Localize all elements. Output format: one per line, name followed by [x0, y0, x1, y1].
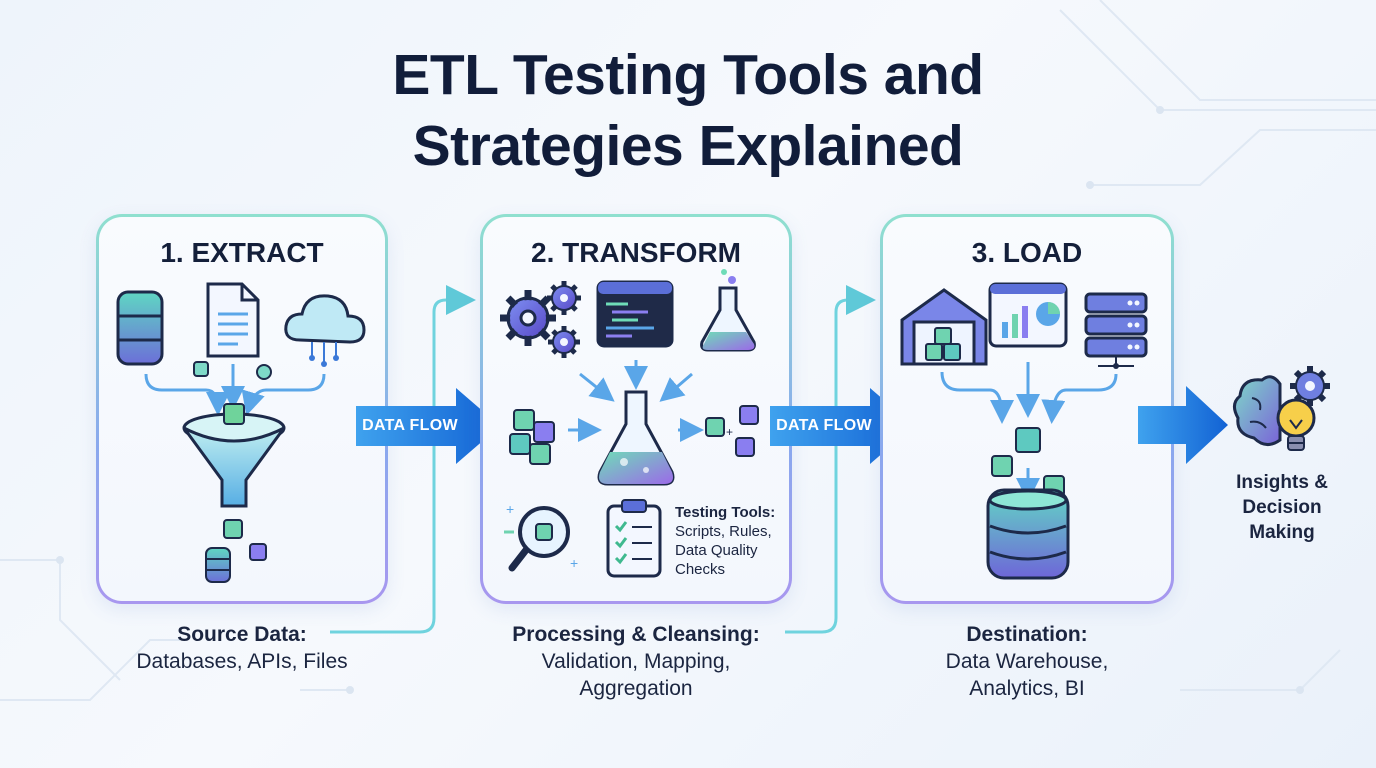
extract-caption: Source Data: Databases, APIs, Files: [96, 621, 388, 675]
data-flow-label-2: DATA FLOW: [776, 417, 872, 434]
outcome-illustration: [1233, 366, 1330, 451]
svg-text:+: +: [570, 555, 578, 571]
code-window-icon: [596, 280, 674, 348]
warehouse-icon: [900, 288, 988, 366]
transform-heading: 2. TRANSFORM: [531, 237, 741, 268]
cube-icon: [223, 519, 267, 561]
server-icon: [1084, 292, 1148, 369]
testing-tools-text: Testing Tools: Scripts, Rules, Data Qual…: [675, 503, 775, 579]
transform-caption-heading: Processing & Cleansing:: [512, 623, 760, 646]
gears-icon: [500, 281, 581, 358]
transform-illustration: + + +: [500, 269, 759, 578]
load-caption-line-2: Analytics, BI: [969, 677, 1085, 700]
gear-icon: [1290, 366, 1330, 406]
funnel-icon: [182, 403, 286, 508]
transform-caption-line-2: Aggregation: [579, 677, 693, 700]
extract-caption-heading: Source Data:: [177, 623, 307, 646]
lightbulb-icon: [1276, 398, 1316, 451]
testing-tools-line-3: Checks: [675, 561, 726, 578]
load-heading: 3. LOAD: [971, 237, 1083, 268]
output-arrow: [1138, 386, 1228, 464]
data-flow-arrow-1: [356, 388, 500, 464]
cloud-icon: [284, 294, 366, 367]
flask-icon: [597, 390, 675, 486]
document-icon: [206, 282, 260, 358]
dashboard-icon: [988, 282, 1068, 348]
clipboard-icon: [606, 499, 662, 578]
extract-heading: 1. EXTRACT: [160, 237, 324, 268]
svg-text:+: +: [506, 501, 514, 517]
magnifier-icon: + +: [504, 501, 578, 572]
database-icon: [116, 290, 164, 366]
page-title-line-2: Strategies Explained: [412, 114, 964, 178]
transform-caption: Processing & Cleansing: Validation, Mapp…: [480, 621, 792, 702]
outcome-line-1: Insights &: [1236, 472, 1328, 493]
load-illustration: [900, 282, 1148, 580]
extract-caption-line: Databases, APIs, Files: [136, 650, 348, 673]
outcome-line-2: Decision: [1242, 497, 1322, 518]
testing-tools-line-2: Data Quality: [675, 542, 758, 559]
load-caption-heading: Destination:: [966, 623, 1088, 646]
outcome-line-3: Making: [1249, 522, 1315, 543]
flask-icon: [700, 269, 756, 352]
outcome-text: Insights & Decision Making: [1212, 470, 1352, 545]
svg-text:+: +: [726, 425, 733, 439]
load-caption-line-1: Data Warehouse,: [945, 650, 1109, 673]
transform-caption-line-1: Validation, Mapping,: [541, 650, 731, 673]
extract-illustration: [116, 282, 366, 583]
testing-tools-line-1: Scripts, Rules,: [675, 523, 772, 540]
database-icon: [986, 488, 1070, 580]
cubes-icon: [509, 409, 555, 465]
connector-transform-load: [785, 285, 876, 634]
brain-icon: [1233, 375, 1282, 446]
load-caption: Destination: Data Warehouse, Analytics, …: [880, 621, 1174, 702]
testing-tools-heading: Testing Tools:: [675, 504, 776, 521]
data-flow-label-1: DATA FLOW: [362, 417, 458, 434]
connector-extract-transform: [330, 285, 476, 634]
data-flow-arrow-2: [770, 388, 914, 464]
page-title-line-1: ETL Testing Tools and: [392, 43, 984, 107]
